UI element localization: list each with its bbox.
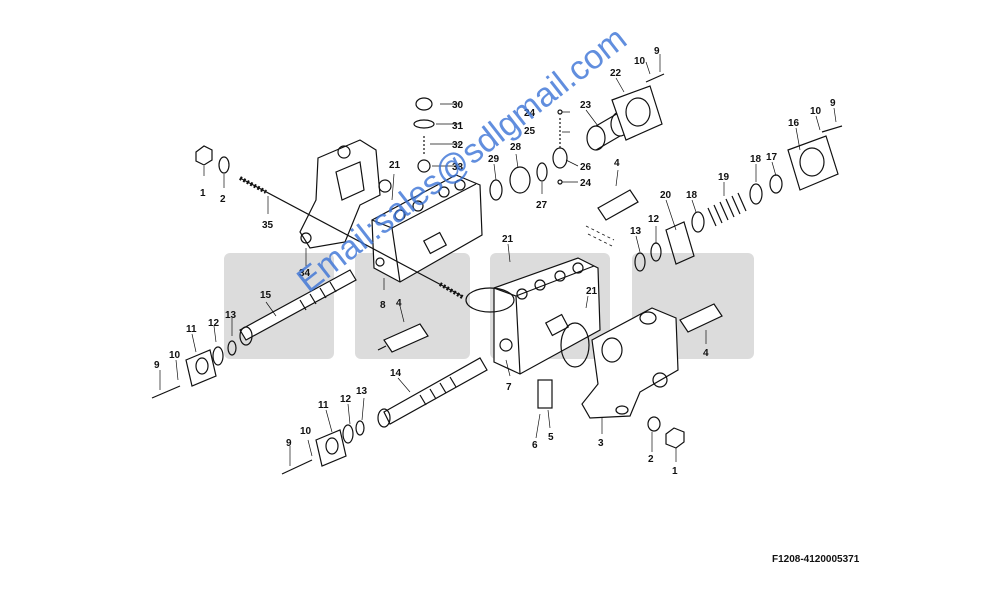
callout: 26 <box>580 162 592 173</box>
long-stud <box>239 177 463 297</box>
oring-29 <box>489 179 503 201</box>
callout: 11 <box>318 400 329 411</box>
callout: 4 <box>703 348 709 359</box>
callout: 28 <box>510 142 522 153</box>
bolt-top-right-a <box>645 73 665 83</box>
spool-upper <box>239 269 357 346</box>
callout: 31 <box>452 121 464 132</box>
lower-valve-body <box>465 257 601 375</box>
relief-valve-right <box>679 303 723 333</box>
callout: 25 <box>524 126 536 137</box>
callout: 10 <box>169 350 181 361</box>
callouts: 1 2 35 34 21 30 31 32 33 29 28 27 24 25 … <box>154 46 836 477</box>
upper-valve-body <box>371 174 483 283</box>
gasket-20 <box>665 221 695 265</box>
plug-17 <box>769 174 783 194</box>
callout: 4 <box>396 298 402 309</box>
seal-18a <box>691 211 705 233</box>
spring-19 <box>707 192 747 227</box>
callout: 21 <box>389 160 401 171</box>
callout: 33 <box>452 162 464 173</box>
relief-valve-top <box>597 189 639 221</box>
name-plate <box>537 379 553 409</box>
callout: 24 <box>524 108 536 119</box>
ball-33 <box>417 159 431 173</box>
callout: 10 <box>810 106 822 117</box>
callout: 11 <box>186 324 197 335</box>
callout: 9 <box>830 98 836 109</box>
fitting-26 <box>552 147 568 169</box>
callout: 10 <box>634 56 646 67</box>
bolt-lower-left <box>281 459 313 475</box>
flange-16 <box>787 135 839 191</box>
callout: 15 <box>260 290 272 301</box>
fitting-28 <box>509 166 531 194</box>
flange-22 <box>611 85 663 141</box>
spool-lower <box>377 357 488 428</box>
nut-washer-upper <box>195 145 230 174</box>
callout: 21 <box>502 234 514 245</box>
callout: 4 <box>614 158 620 169</box>
bolt-upper-left <box>151 385 181 399</box>
callout: 5 <box>548 432 554 443</box>
callout: 1 <box>672 466 678 477</box>
callout: 12 <box>648 214 660 225</box>
callout: 7 <box>506 382 512 393</box>
callout: 2 <box>220 194 226 205</box>
callout: 12 <box>340 394 352 405</box>
ball-24a <box>557 109 563 115</box>
callout: 18 <box>750 154 762 165</box>
callout: 19 <box>718 172 730 183</box>
oring-13 <box>634 252 646 272</box>
callout: 13 <box>225 310 237 321</box>
spool-cap-lower <box>315 420 365 467</box>
callout: 2 <box>648 454 654 465</box>
relief-valve-left <box>377 323 429 353</box>
cap-30 <box>415 97 433 111</box>
callout: 16 <box>788 118 800 129</box>
callout: 8 <box>380 300 386 311</box>
drawing-code: F1208-4120005371 <box>772 554 860 565</box>
callout: 13 <box>356 386 368 397</box>
callout: 23 <box>580 100 592 111</box>
callout: 9 <box>154 360 160 371</box>
callout: 1 <box>200 188 206 199</box>
callout: 34 <box>299 268 311 279</box>
bolt-top-right-b <box>821 125 843 133</box>
spool-cap-upper <box>185 340 237 387</box>
end-cover <box>581 307 679 419</box>
callout: 24 <box>580 178 592 189</box>
callout: 30 <box>452 100 464 111</box>
callout: 10 <box>300 426 312 437</box>
oring-31 <box>413 119 435 129</box>
callout: 9 <box>654 46 660 57</box>
callout: 21 <box>586 286 598 297</box>
callout: 18 <box>686 190 698 201</box>
callout: 27 <box>536 200 548 211</box>
callout: 17 <box>766 152 778 163</box>
callout: 20 <box>660 190 672 201</box>
oring-27 <box>536 162 548 182</box>
callout: 13 <box>630 226 642 237</box>
callout: 9 <box>286 438 292 449</box>
seal-18b <box>749 183 763 205</box>
ball-24b <box>557 179 563 185</box>
callout: 14 <box>390 368 402 379</box>
callout: 22 <box>610 68 622 79</box>
callout: 32 <box>452 140 464 151</box>
callout: 29 <box>488 154 500 165</box>
callout: 12 <box>208 318 220 329</box>
callout: 35 <box>262 220 274 231</box>
callout: 3 <box>598 438 604 449</box>
nut-washer-lower <box>647 416 685 449</box>
callout: 6 <box>532 440 538 451</box>
